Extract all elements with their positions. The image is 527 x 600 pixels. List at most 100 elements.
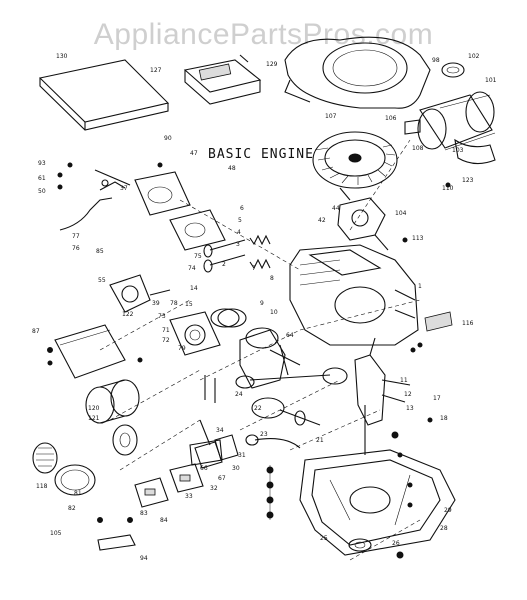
muffler [404, 91, 496, 151]
part-number-label: 1 [418, 283, 422, 290]
part-number-label: 98 [432, 57, 440, 64]
oil-dipper [245, 434, 301, 449]
governor-linkage [59, 169, 131, 231]
part-number-label: 84 [160, 517, 168, 524]
part-number-label: 14 [190, 285, 198, 292]
part-number-label: 76 [72, 245, 80, 252]
part-number-label: 18 [440, 415, 448, 422]
part-number-label: 48 [228, 165, 236, 172]
part-number-label: 17 [433, 395, 441, 402]
piston [239, 327, 286, 389]
part-number-label: 32 [210, 485, 218, 492]
part-number-label: 12 [404, 391, 412, 398]
crankcase-sump [299, 449, 456, 556]
part-number-label: 83 [140, 510, 148, 517]
breather-plate [424, 311, 453, 332]
part-number-label: 123 [462, 177, 474, 184]
part-number-label: 107 [325, 113, 337, 120]
part-number-label: 82 [68, 505, 76, 512]
rotating-screen [441, 62, 465, 78]
part-number-label: 104 [395, 210, 407, 217]
part-number-label: 116 [462, 320, 474, 327]
camshaft [251, 397, 321, 426]
blower-housing [284, 36, 431, 109]
part-number-label: 44 [332, 205, 340, 212]
part-number-label: 24 [235, 391, 243, 398]
ignition-armature [337, 197, 389, 251]
part-number-label: 5 [238, 217, 242, 224]
part-number-label: 127 [150, 67, 162, 74]
part-number-label: 10 [270, 309, 278, 316]
part-number-label: 102 [468, 53, 480, 60]
part-number-label: 73 [158, 313, 166, 320]
part-number-label: 93 [38, 160, 46, 167]
flywheel [312, 131, 398, 189]
crankshaft [354, 337, 411, 455]
part-number-label: 79 [178, 345, 186, 352]
air-filter-screen [32, 442, 96, 496]
part-number-label: 13 [406, 405, 414, 412]
part-number-label: 61 [38, 175, 46, 182]
part-number-label: 108 [412, 145, 424, 152]
connecting-rod [235, 367, 348, 389]
part-number-label: 67 [218, 475, 226, 482]
part-number-label: 33 [185, 493, 193, 500]
part-number-label: 9 [260, 300, 264, 307]
starter-cup [85, 379, 140, 424]
part-number-label: 42 [318, 217, 326, 224]
part-number-label: 22 [254, 405, 262, 412]
valves-springs [203, 234, 271, 273]
muffler-guard [454, 138, 496, 165]
recoil-pulley [112, 424, 138, 456]
part-number-label: 3 [236, 241, 240, 248]
part-number-label: 31 [238, 452, 246, 459]
part-number-label: 121 [88, 415, 100, 422]
part-number-label: 85 [96, 248, 104, 255]
part-number-label: 4 [237, 229, 241, 236]
part-number-label: 29 [444, 507, 452, 514]
hardware-fasteners [47, 162, 451, 551]
part-number-label: 8 [270, 275, 274, 282]
carburetor [109, 274, 171, 313]
part-number-label: 50 [38, 188, 46, 195]
part-number-label: 122 [122, 311, 134, 318]
part-number-label: 106 [385, 115, 397, 122]
cylinder-baffle [54, 324, 126, 379]
part-number-label: 66 [200, 465, 208, 472]
part-number-label: 77 [72, 233, 80, 240]
part-number-label: 90 [164, 135, 172, 142]
piston-rings [210, 308, 247, 328]
part-number-label: 2 [222, 261, 226, 268]
part-number-label: 105 [50, 530, 62, 537]
part-number-label: 15 [185, 301, 193, 308]
part-number-label: 120 [88, 405, 100, 412]
part-number-label: 113 [412, 235, 424, 242]
gasket-set [134, 434, 239, 508]
part-number-label: 75 [194, 253, 202, 260]
part-number-label: 118 [36, 483, 48, 490]
part-number-label: 28 [440, 525, 448, 532]
part-number-label: 37 [120, 185, 128, 192]
part-number-label: 39 [152, 300, 160, 307]
tappets [204, 375, 216, 403]
oil-seal [348, 538, 404, 559]
part-number-label: 101 [485, 77, 497, 84]
air-cleaner-body [183, 54, 262, 105]
part-number-label: 26 [392, 540, 400, 547]
cylinder-block [289, 244, 419, 346]
part-number-label: 87 [32, 328, 40, 335]
part-number-label: 55 [98, 277, 106, 284]
part-number-label: 11 [400, 377, 408, 384]
air-cleaner-cover [38, 59, 170, 131]
part-number-label: 30 [232, 465, 240, 472]
part-number-label: 130 [56, 53, 68, 60]
part-number-label: 34 [216, 427, 224, 434]
part-number-label: 7 [252, 265, 256, 272]
cylinder-head-gasket [134, 171, 226, 251]
part-number-label: 74 [188, 265, 196, 272]
part-number-label: 23 [260, 431, 268, 438]
part-number-label: 78 [170, 300, 178, 307]
bearing-plate [169, 311, 221, 356]
part-number-label: 47 [190, 150, 198, 157]
